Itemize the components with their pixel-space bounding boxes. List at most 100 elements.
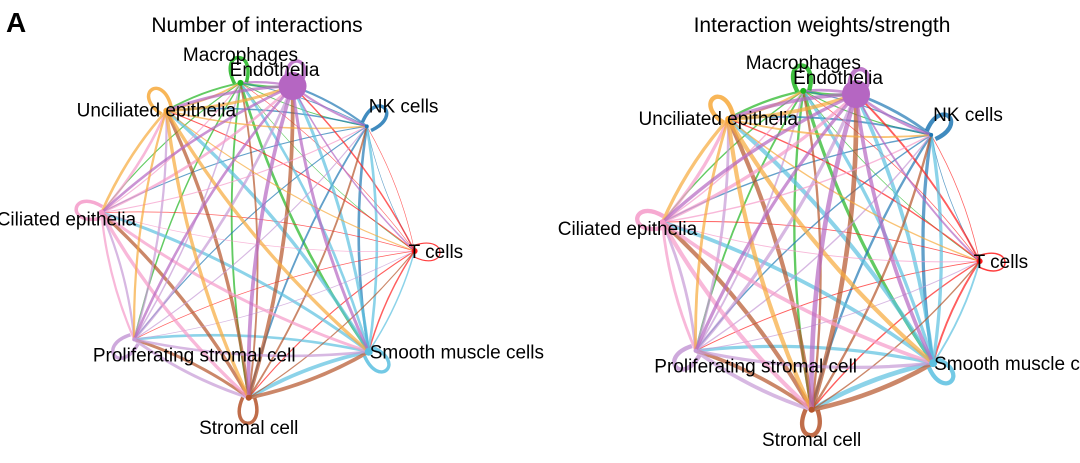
self-loop: [360, 104, 389, 133]
node-label: Smooth muscle cells: [934, 354, 1080, 375]
node-label: Stromal cell: [762, 430, 861, 451]
self-loop: [74, 199, 104, 222]
node: [976, 258, 983, 265]
edge: [809, 360, 936, 413]
edge: [365, 124, 379, 354]
node: [132, 337, 137, 342]
edge: [100, 211, 136, 341]
edge: [248, 250, 416, 399]
edge: [100, 211, 136, 341]
edge: [164, 84, 294, 113]
node: [411, 248, 418, 255]
node-label: Ciliated epithelia: [0, 210, 137, 231]
node: [841, 80, 870, 109]
self-loop: [799, 408, 822, 438]
edge: [132, 333, 371, 354]
node-label: Unciliated epithelia: [77, 101, 237, 122]
self-loop: [978, 252, 1006, 272]
edge: [247, 125, 368, 399]
node: [929, 132, 934, 137]
edge: [132, 337, 251, 400]
edge: [930, 134, 980, 262]
self-loop: [362, 345, 391, 374]
edge: [100, 84, 294, 214]
edge: [246, 349, 371, 400]
self-loop: [708, 94, 736, 125]
edge: [132, 337, 251, 400]
edge: [660, 220, 814, 412]
node: [929, 359, 938, 368]
edge: [99, 210, 251, 400]
edge: [367, 250, 416, 353]
edge: [810, 260, 981, 411]
edge: [165, 110, 416, 252]
edge: [809, 91, 859, 413]
edge: [726, 92, 858, 121]
node-label: NK cells: [933, 105, 1003, 126]
edge: [694, 92, 858, 353]
edge: [291, 85, 416, 252]
node-label: Endothelia: [230, 60, 320, 81]
edge: [727, 117, 933, 138]
self-loop: [237, 396, 259, 425]
edge: [660, 220, 698, 353]
node-label: Macrophages: [746, 53, 861, 74]
node: [364, 124, 369, 129]
node-label: T cells: [409, 242, 464, 263]
node-label: Proliferating stromal cell: [654, 357, 857, 378]
edge: [660, 220, 935, 365]
edge: [367, 250, 416, 353]
edge: [164, 108, 251, 400]
edge: [132, 338, 371, 358]
node: [163, 107, 170, 114]
self-loop: [924, 112, 954, 142]
edge: [165, 110, 416, 252]
self-loop: [228, 55, 250, 85]
edge: [246, 349, 371, 400]
edge: [132, 84, 294, 341]
edge: [660, 92, 858, 224]
edge: [660, 117, 730, 224]
edge: [132, 84, 294, 341]
self-loop: [146, 86, 173, 116]
edge: [99, 211, 371, 354]
edge: [661, 134, 932, 223]
self-loop: [635, 208, 665, 232]
edge: [854, 92, 935, 365]
self-loop: [790, 63, 813, 93]
edge: [291, 84, 371, 354]
edge: [165, 109, 368, 130]
node-label: Proliferating stromal cell: [93, 345, 296, 366]
node: [245, 394, 252, 401]
edge: [100, 109, 168, 214]
edge: [810, 133, 933, 411]
node-label: T cells: [974, 252, 1029, 273]
panel-label: A: [6, 7, 26, 38]
edge: [246, 84, 295, 400]
panel-interaction-weights: Interaction weights/strengthMacrophagesN…: [558, 14, 1080, 451]
edge: [246, 84, 295, 400]
node-label: Ciliated epithelia: [558, 219, 698, 240]
self-loop: [672, 343, 702, 372]
edge: [695, 260, 981, 352]
edge: [693, 348, 814, 412]
node: [364, 347, 373, 356]
edge: [855, 93, 981, 263]
edge: [132, 109, 168, 341]
edge: [239, 81, 371, 354]
node: [98, 209, 105, 216]
self-loop: [413, 242, 441, 262]
edge: [248, 250, 416, 399]
edge: [727, 118, 981, 262]
node: [725, 115, 732, 122]
edge: [99, 211, 371, 354]
node-label: Stromal cell: [199, 418, 298, 439]
edge: [929, 133, 943, 365]
edge: [932, 260, 981, 365]
edge: [240, 82, 415, 252]
edge: [100, 84, 294, 214]
self-loop: [926, 356, 956, 386]
edge: [291, 84, 371, 354]
